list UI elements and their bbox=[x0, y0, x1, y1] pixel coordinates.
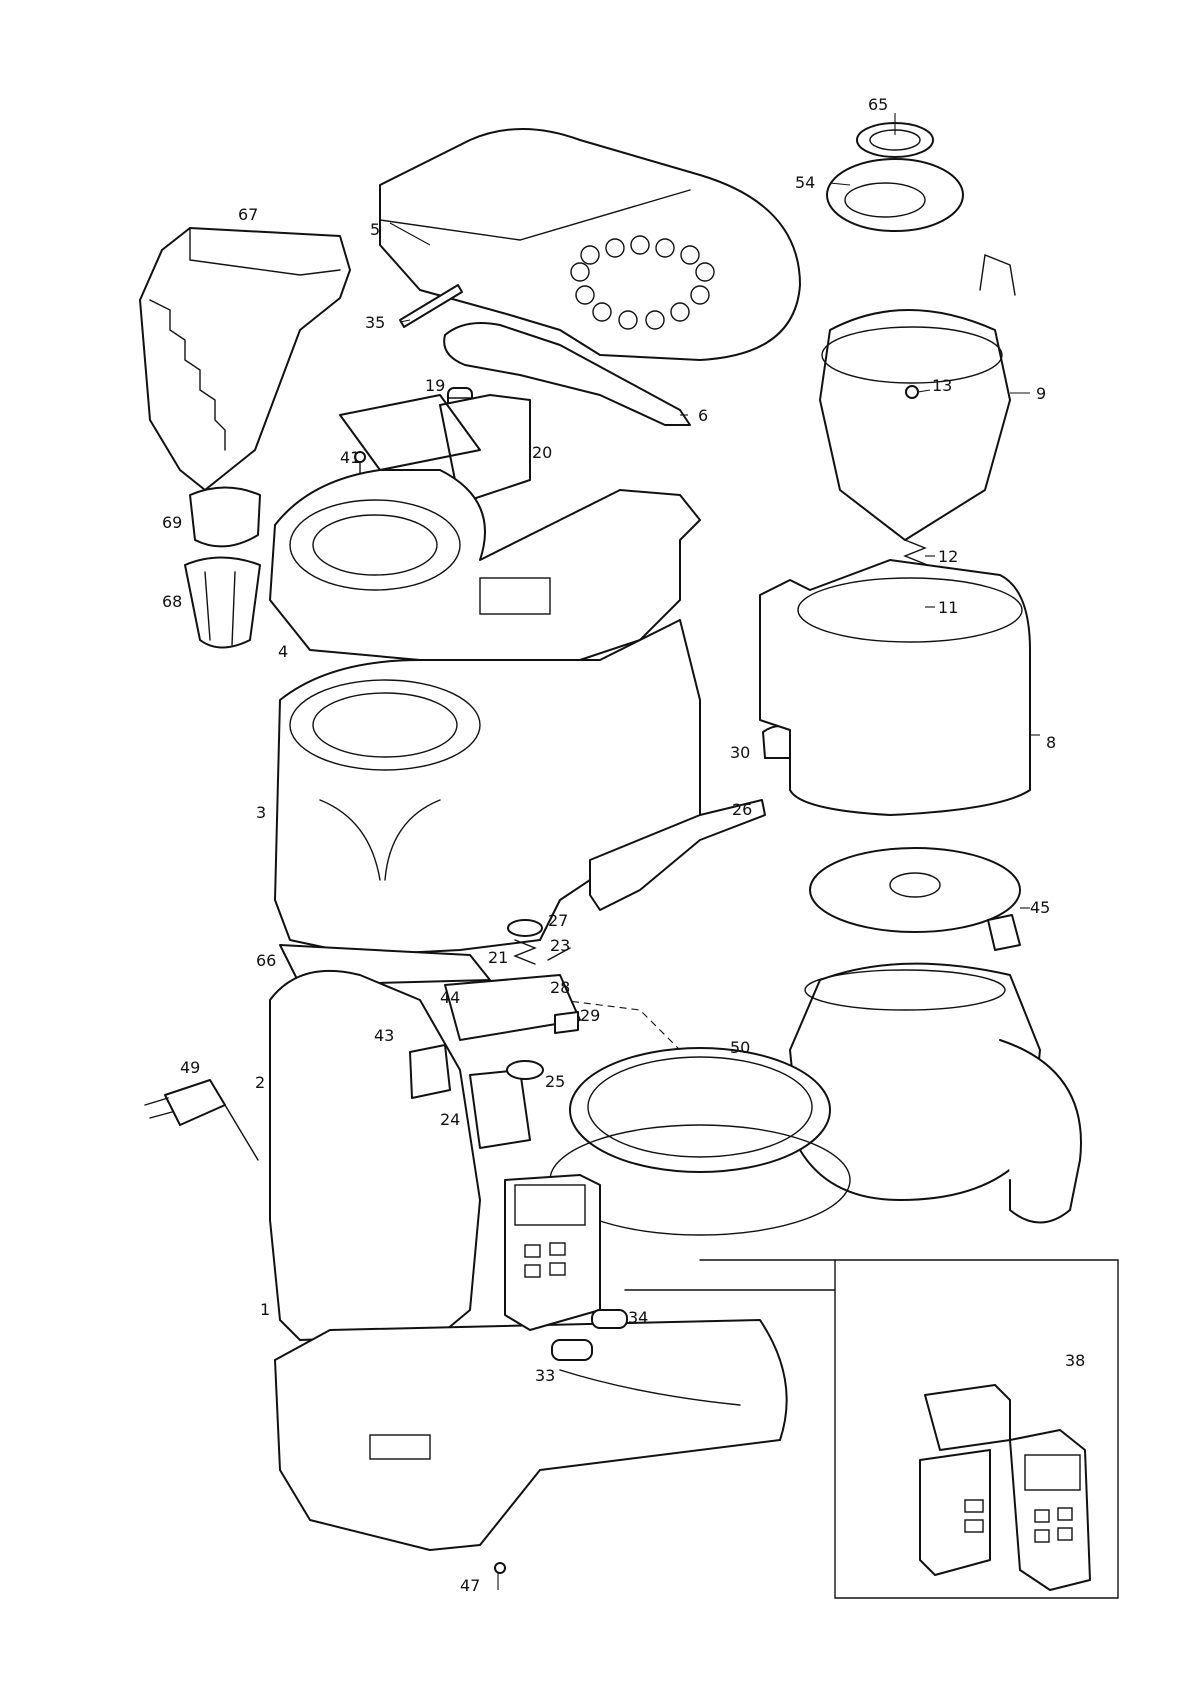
label-part-50: 50 bbox=[730, 1038, 751, 1057]
part-45-carafe-lid bbox=[809, 847, 1021, 951]
label-part-35: 35 bbox=[365, 313, 386, 332]
label-part-20: 20 bbox=[532, 443, 553, 462]
leader-lines bbox=[389, 113, 1040, 1590]
label-part-34: 34 bbox=[628, 1308, 649, 1327]
label-part-54: 54 bbox=[795, 173, 816, 192]
part-69-valve-cup bbox=[189, 486, 261, 548]
label-part-12: 12 bbox=[938, 547, 959, 566]
label-part-29: 29 bbox=[580, 1006, 601, 1025]
label-part-24: 24 bbox=[440, 1110, 461, 1129]
part-21-spring bbox=[513, 939, 537, 965]
label-part-33: 33 bbox=[535, 1366, 556, 1385]
label-part-47: 47 bbox=[460, 1576, 481, 1595]
label-part-11: 11 bbox=[938, 598, 959, 617]
part-8-filter-housing bbox=[759, 559, 1031, 816]
part-43-switch bbox=[409, 1044, 451, 1099]
label-part-27: 27 bbox=[548, 911, 569, 930]
part-44-circuit-board bbox=[444, 974, 581, 1041]
label-part-2: 2 bbox=[255, 1073, 266, 1092]
part-6-lever bbox=[443, 322, 691, 426]
label-part-65: 65 bbox=[868, 95, 889, 114]
label-part-1: 1 bbox=[260, 1300, 271, 1319]
part-54-filter-lid bbox=[826, 158, 964, 232]
part-47-foot bbox=[494, 1562, 506, 1574]
label-part-68: 68 bbox=[162, 592, 183, 611]
label-part-9: 9 bbox=[1036, 384, 1047, 403]
control-panel bbox=[504, 1174, 601, 1331]
label-part-41: 41 bbox=[340, 448, 361, 467]
part-49-power-plug bbox=[144, 1079, 259, 1161]
part-23-pin bbox=[547, 947, 571, 961]
label-part-67: 67 bbox=[238, 205, 259, 224]
part-4-upper-housing bbox=[269, 469, 701, 671]
part-13-drip-stop bbox=[905, 385, 919, 399]
label-part-13: 13 bbox=[932, 376, 953, 395]
part-35-pin bbox=[399, 284, 463, 328]
part-67-water-tank bbox=[139, 227, 351, 491]
part-24-heater-block bbox=[469, 1069, 531, 1149]
label-part-23: 23 bbox=[550, 936, 571, 955]
label-part-21: 21 bbox=[488, 948, 509, 967]
part-68-filter-basket bbox=[184, 556, 261, 649]
label-part-66: 66 bbox=[256, 951, 277, 970]
label-part-69: 69 bbox=[162, 513, 183, 532]
inset-detail-box bbox=[624, 1259, 1119, 1599]
label-part-49: 49 bbox=[180, 1058, 201, 1077]
label-part-45: 45 bbox=[1030, 898, 1051, 917]
part-38-control-module bbox=[919, 1384, 1091, 1591]
part-1-base-plate bbox=[274, 1319, 788, 1551]
part-29-clip bbox=[554, 1011, 579, 1034]
label-part-30: 30 bbox=[730, 743, 751, 762]
label-part-25: 25 bbox=[545, 1072, 566, 1091]
label-part-8: 8 bbox=[1046, 733, 1057, 752]
label-part-44: 44 bbox=[440, 988, 461, 1007]
part-34-roller bbox=[591, 1309, 628, 1329]
part-3-middle-housing bbox=[274, 619, 701, 956]
part-9-filter-holder bbox=[819, 254, 1016, 541]
label-part-19: 19 bbox=[425, 376, 446, 395]
part-25-valve bbox=[506, 1060, 544, 1080]
label-part-6: 6 bbox=[698, 406, 709, 425]
label-part-43: 43 bbox=[374, 1026, 395, 1045]
label-part-5: 5 bbox=[370, 220, 381, 239]
label-part-4: 4 bbox=[278, 642, 289, 661]
label-part-26: 26 bbox=[732, 800, 753, 819]
part-27-ring bbox=[507, 919, 543, 937]
part-5-top-cover bbox=[379, 128, 801, 361]
glass-carafe bbox=[789, 962, 1082, 1224]
label-part-28: 28 bbox=[550, 978, 571, 997]
label-part-3: 3 bbox=[256, 803, 267, 822]
label-part-38: 38 bbox=[1065, 1351, 1086, 1370]
part-33-roller bbox=[551, 1339, 593, 1361]
part-26-swivel-arm bbox=[589, 799, 766, 911]
part-5-vent-ring bbox=[570, 235, 715, 330]
